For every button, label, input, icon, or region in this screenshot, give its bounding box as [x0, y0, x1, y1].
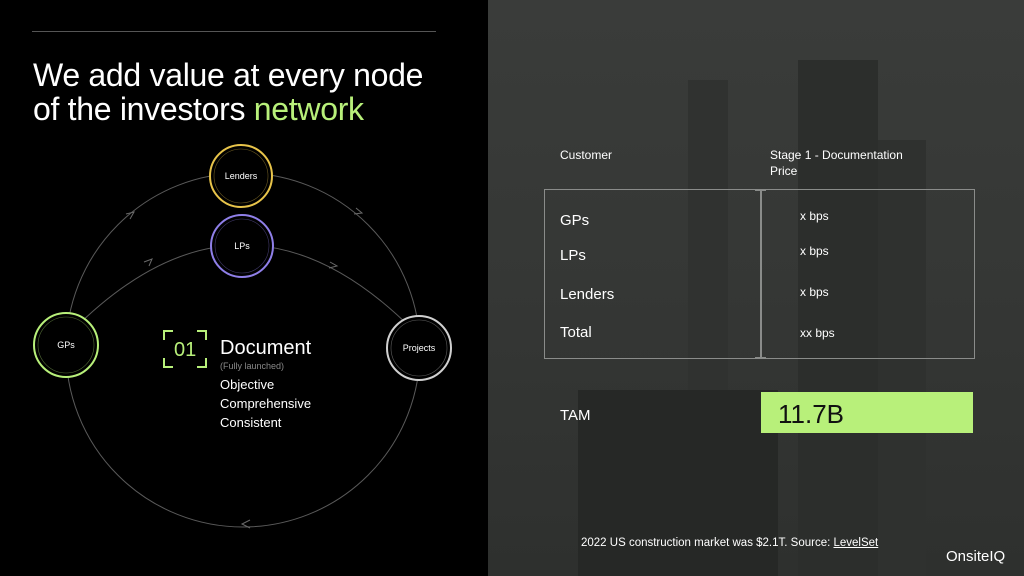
- lps-label: LPs: [234, 241, 250, 251]
- lenders-ring: [209, 144, 273, 208]
- arrow-head-bottom: [240, 519, 251, 529]
- divider-tick-bottom: [755, 357, 766, 359]
- attribute-item: Comprehensive: [220, 396, 312, 411]
- background-building: [578, 390, 778, 576]
- table-row-price: xx bps: [800, 326, 835, 340]
- table-row-customer: Total: [560, 324, 592, 341]
- title-line-1: We add value at every node: [33, 57, 424, 93]
- tam-highlight-box: 11.7B: [761, 392, 973, 433]
- projects-inner-ring: [390, 319, 448, 377]
- stage-attributes: Objective Comprehensive Consistent: [220, 375, 311, 432]
- title-line-2-prefix: of the investors: [33, 91, 254, 127]
- table-row-customer: GPs: [560, 212, 590, 229]
- table-column-divider: [760, 189, 762, 359]
- corner-bracket-icon: [163, 330, 207, 368]
- left-panel: We add value at every node of the invest…: [0, 0, 488, 576]
- title-accent-word: network: [253, 91, 364, 127]
- source-link[interactable]: LevelSet: [833, 537, 879, 549]
- gps-inner-ring: [37, 316, 95, 374]
- table-row-price: x bps: [800, 209, 829, 223]
- header-price: Stage 1 - Documentation Price: [770, 147, 903, 179]
- tam-label: TAM: [560, 407, 591, 424]
- node-projects: Projects: [386, 315, 452, 381]
- arrow-head-upper-left: [125, 211, 136, 220]
- lps-inner-ring: [214, 218, 270, 274]
- projects-ring: [386, 315, 452, 381]
- top-divider: [32, 31, 436, 32]
- lenders-inner-ring: [213, 148, 269, 204]
- arrow-head-inner-right: [328, 261, 339, 269]
- arrow-head-upper-right: [353, 207, 364, 215]
- node-gps: GPs: [33, 312, 99, 378]
- footnote-text: 2022 US construction market was $2.1T. S…: [581, 537, 834, 549]
- header-customer: Customer: [560, 148, 613, 162]
- lenders-label: Lenders: [225, 171, 258, 181]
- arrow-head-inner-left: [143, 258, 153, 267]
- table-row-customer: Lenders: [560, 286, 615, 303]
- header-price-line-1: Stage 1 - Documentation: [770, 148, 903, 162]
- attribute-item: Objective: [220, 377, 275, 392]
- gps-label: GPs: [57, 340, 75, 350]
- header-price-line-2: Price: [770, 164, 798, 178]
- stage-number: 01: [174, 339, 197, 361]
- table-row-price: x bps: [800, 285, 829, 299]
- tam-value: 11.7B: [778, 399, 845, 429]
- stage-subtitle: (Fully launched): [220, 361, 285, 371]
- table-row-customer: LPs: [560, 247, 586, 264]
- right-panel-background: [488, 0, 1024, 576]
- title-line-2: of the investors network: [33, 92, 423, 126]
- brand-logo: OnsiteIQ: [946, 548, 1006, 565]
- background-building: [798, 60, 878, 576]
- attribute-item: Consistent: [220, 415, 282, 430]
- node-lps: LPs: [210, 214, 274, 278]
- projects-label: Projects: [403, 343, 436, 353]
- node-lenders: Lenders: [209, 144, 273, 208]
- stage-title: Document: [220, 337, 312, 359]
- footnote: 2022 US construction market was $2.1T. S…: [581, 537, 878, 549]
- table-row-price: x bps: [800, 244, 829, 258]
- divider-tick-top: [755, 189, 766, 191]
- gps-ring: [33, 312, 99, 378]
- page-title: We add value at every node of the invest…: [33, 58, 423, 126]
- lps-ring: [210, 214, 274, 278]
- network-diagram: Lenders LPs GPs Projects: [33, 144, 452, 529]
